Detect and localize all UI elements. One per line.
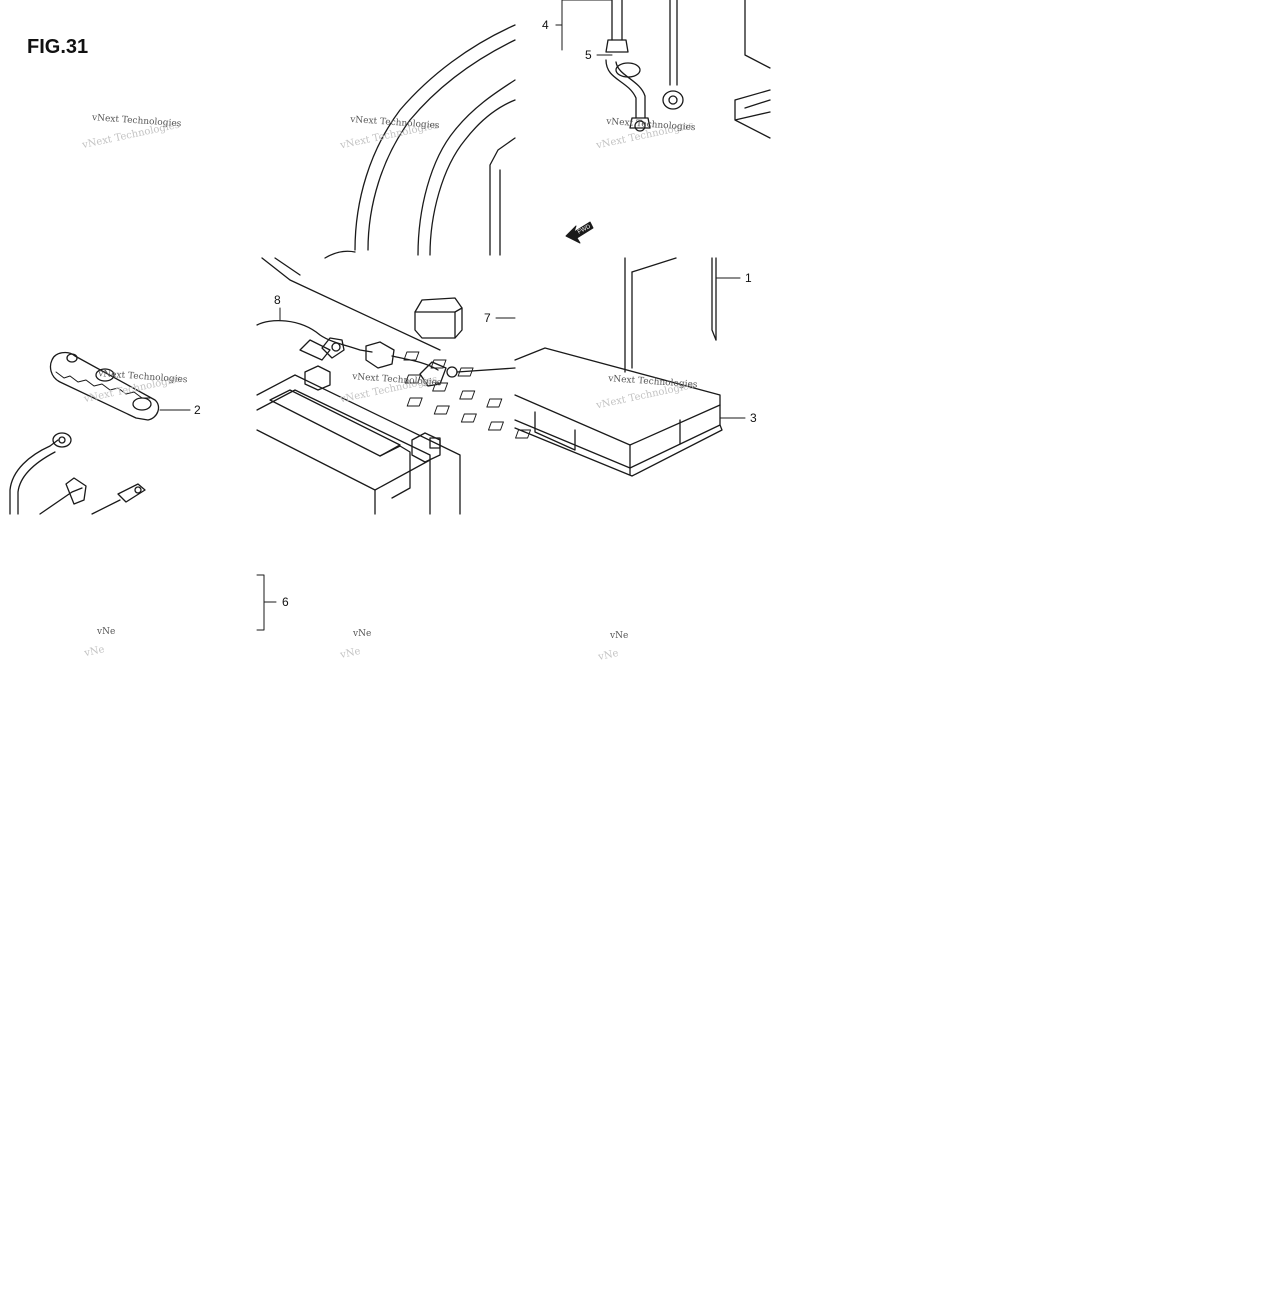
callout-4: 4 [542, 18, 549, 32]
watermark-cut-ghost: vNe [82, 644, 105, 659]
callout-1: 1 [745, 271, 752, 285]
cable-drawing-left [9, 432, 146, 515]
part-7-cap-drawing [414, 297, 463, 339]
watermark-cut: vNe [352, 629, 371, 639]
callout-3: 3 [750, 411, 757, 425]
callout-5: 5 [585, 48, 592, 62]
watermark-cut-ghost: vNe [596, 648, 619, 663]
fwd-arrow-icon: FWD [565, 221, 594, 244]
part-2-pad-drawing [49, 351, 160, 421]
callout-6: 6 [282, 595, 289, 609]
part-1-cover-drawing [624, 257, 717, 373]
battery-drawing [256, 365, 461, 515]
watermark-cut: vNe [609, 631, 628, 641]
watermark-cut-ghost: vNe [338, 646, 361, 661]
part-3-tray-drawing [403, 347, 723, 477]
callout-8: 8 [274, 293, 281, 307]
leader-lines [159, 0, 746, 631]
cable-part-4-5-drawing [605, 0, 771, 139]
part-8-harness-drawing [256, 257, 516, 387]
watermark: vNext Technologies [91, 113, 182, 129]
figure-title: FIG.31 [27, 36, 89, 58]
frame-outline-drawing [324, 24, 516, 259]
watermark-cut: vNe [96, 627, 115, 637]
callout-7: 7 [484, 311, 491, 325]
callout-2: 2 [194, 403, 201, 417]
